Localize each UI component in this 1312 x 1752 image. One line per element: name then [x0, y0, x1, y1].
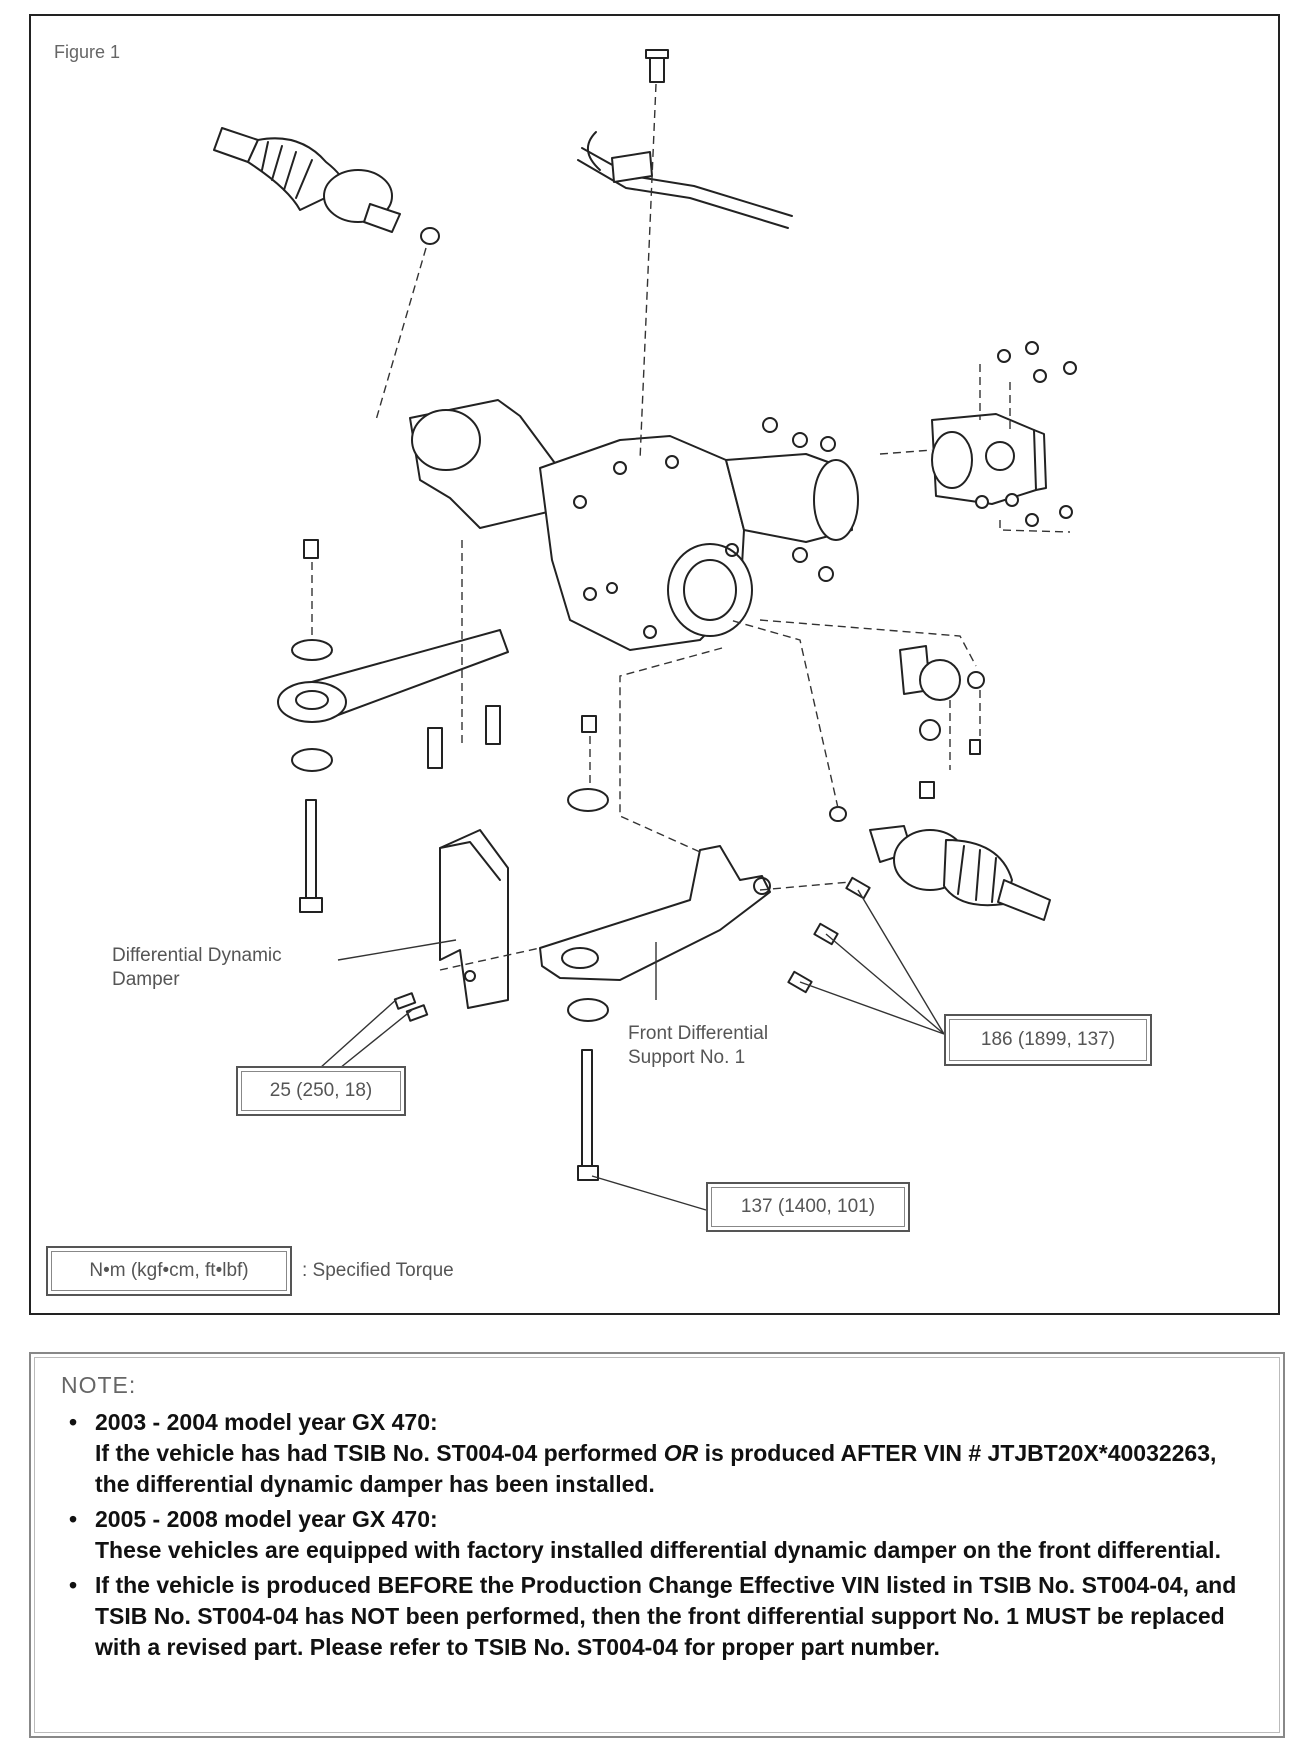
leader-lines — [319, 889, 945, 1211]
lower-right-drive-shaft — [829, 806, 1051, 921]
upper-left-drive-shaft — [213, 127, 440, 245]
differential-dynamic-damper-part — [439, 829, 509, 1009]
torque-value-damper-bolts: 25 (250, 18) — [269, 1080, 373, 1101]
upper-left-support-arm — [277, 539, 509, 913]
bullet: • — [69, 1572, 78, 1598]
torque-legend-units: N•m (kgf•cm, ft•lbf) — [89, 1260, 249, 1281]
note-item-body: If the vehicle is produced BEFORE the Pr… — [95, 1572, 1237, 1660]
note-item-body: If the vehicle has had TSIB No. ST004-04… — [95, 1438, 1253, 1500]
note-item-body: These vehicles are equipped with factory… — [95, 1537, 1221, 1563]
front-differential-support-part — [539, 845, 771, 981]
front-differential-housing — [409, 399, 859, 651]
support-label: Front Differential Support No. 1 — [628, 1022, 768, 1070]
assembly-guide-lines — [311, 83, 1071, 971]
note-item-body-emphasis: OR — [663, 1440, 699, 1466]
torque-box-through-bolt: 137 (1400, 101) — [706, 1182, 910, 1232]
damper-label: Differential Dynamic Damper — [112, 944, 282, 992]
figure-frame — [29, 14, 1280, 1315]
note-item-heading: 2005 - 2008 model year GX 470: — [95, 1506, 438, 1532]
damper-label-line-1: Differential Dynamic — [112, 945, 282, 966]
note-item-2005-2008: • 2005 - 2008 model year GX 470: These v… — [61, 1504, 1253, 1566]
torque-box-damper-bolts: 25 (250, 18) — [236, 1066, 406, 1116]
support-label-line-2: Support No. 1 — [628, 1047, 746, 1068]
note-item-before-vin: • If the vehicle is produced BEFORE the … — [61, 1570, 1253, 1663]
note-list: • 2003 - 2004 model year GX 470: If the … — [61, 1407, 1253, 1663]
note-item-body-after: is produced AFTER VIN # JTJBT20X*4003226… — [95, 1440, 1217, 1497]
exploded-diagram — [213, 49, 1077, 1211]
bullet: • — [69, 1506, 78, 1532]
support-label-line-1: Front Differential — [628, 1023, 769, 1044]
note-box: NOTE: • 2003 - 2004 model year GX 470: I… — [29, 1352, 1285, 1738]
note-item-body-before: If the vehicle has had TSIB No. ST004-04… — [95, 1440, 664, 1466]
torque-value-support-bolts: 186 (1899, 137) — [980, 1029, 1116, 1050]
note-item-2003-2004: • 2003 - 2004 model year GX 470: If the … — [61, 1407, 1253, 1500]
figure-title: Figure 1 — [54, 42, 121, 62]
torque-legend-description: : Specified Torque — [302, 1260, 454, 1281]
torque-box-support-bolts: 186 (1899, 137) — [944, 1014, 1152, 1066]
propeller-flange — [931, 413, 1047, 505]
ball-joint — [899, 645, 985, 799]
torque-legend-box: N•m (kgf•cm, ft•lbf) — [46, 1246, 292, 1296]
damper-label-line-2: Damper — [112, 969, 180, 990]
note-title: NOTE: — [61, 1372, 137, 1398]
flange-fasteners — [762, 341, 1077, 582]
torque-value-through-bolt: 137 (1400, 101) — [740, 1196, 876, 1217]
bullet: • — [69, 1409, 78, 1435]
stabilizer-bar — [577, 49, 793, 229]
note-item-heading: 2003 - 2004 model year GX 470: — [95, 1409, 438, 1435]
